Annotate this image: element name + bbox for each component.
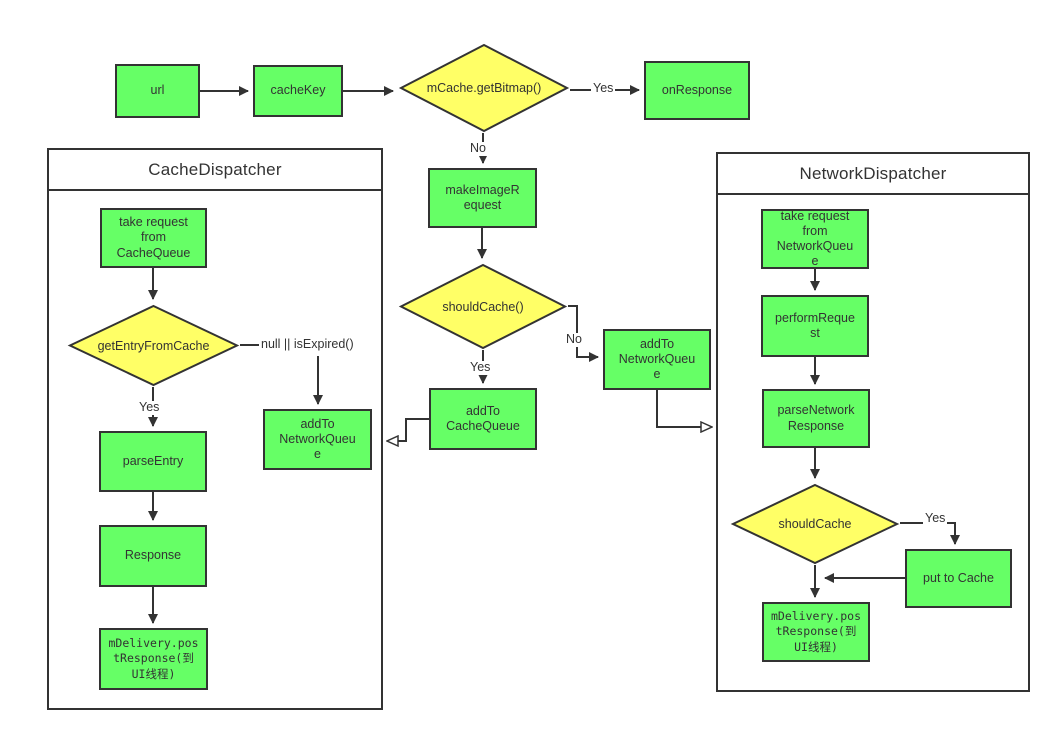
decision-label: shouldCache() bbox=[442, 299, 524, 314]
decision-label: shouldCache bbox=[778, 517, 852, 531]
decision-get-entry-from-cache: getEntryFromCache bbox=[67, 304, 240, 387]
node-perform-request: performReque st bbox=[761, 295, 869, 357]
node-cache-key: cacheKey bbox=[253, 65, 343, 117]
cache-dispatcher-container: CacheDispatcher bbox=[47, 148, 383, 710]
edge-label-yes-mid: Yes bbox=[468, 360, 493, 375]
node-add-to-cache-queue: addTo CacheQueue bbox=[429, 388, 537, 450]
node-on-response: onResponse bbox=[644, 61, 750, 120]
edge-label-yes-top: Yes bbox=[591, 81, 616, 96]
network-dispatcher-container: NetworkDispatcher bbox=[716, 152, 1030, 692]
edge-label-no-top: No bbox=[468, 141, 488, 156]
decision-mcache-get-bitmap: mCache.getBitmap() bbox=[398, 43, 570, 133]
node-mdelivery-post-response-cache: mDelivery.pos tResponse(到 UI线程) bbox=[99, 628, 208, 690]
edge-label-null-is-expired: null || isExpired() bbox=[259, 337, 356, 352]
node-parse-network-response: parseNetwork Response bbox=[762, 389, 870, 448]
node-url: url bbox=[115, 64, 200, 118]
decision-should-cache-mid: shouldCache() bbox=[398, 263, 568, 350]
decision-label: getEntryFromCache bbox=[97, 338, 210, 353]
node-take-request-network: take request from NetworkQueu e bbox=[761, 209, 869, 269]
edge-label-no-mid: No bbox=[564, 332, 584, 347]
node-mdelivery-post-response-network: mDelivery.pos tResponse(到 UI线程) bbox=[762, 602, 870, 662]
diamond-shape bbox=[398, 43, 570, 133]
diamond-shape bbox=[67, 304, 240, 387]
diamond-shape bbox=[730, 483, 900, 565]
decision-label: mCache.getBitmap() bbox=[426, 81, 542, 95]
node-make-image-request: makeImageR equest bbox=[428, 168, 537, 228]
node-take-request-cache: take request from CacheQueue bbox=[100, 208, 207, 268]
edge-label-yes-network: Yes bbox=[923, 511, 948, 526]
node-add-to-network-queue-cache: addTo NetworkQueu e bbox=[263, 409, 372, 470]
node-response: Response bbox=[99, 525, 207, 587]
diamond-shape bbox=[398, 263, 568, 350]
node-put-to-cache: put to Cache bbox=[905, 549, 1012, 608]
edge-label-yes-cache: Yes bbox=[137, 400, 162, 415]
cache-dispatcher-title: CacheDispatcher bbox=[49, 150, 381, 191]
node-parse-entry: parseEntry bbox=[99, 431, 207, 492]
node-add-to-network-queue-mid: addTo NetworkQueu e bbox=[603, 329, 711, 390]
decision-should-cache-network: shouldCache bbox=[730, 483, 900, 565]
network-dispatcher-title: NetworkDispatcher bbox=[718, 154, 1028, 195]
